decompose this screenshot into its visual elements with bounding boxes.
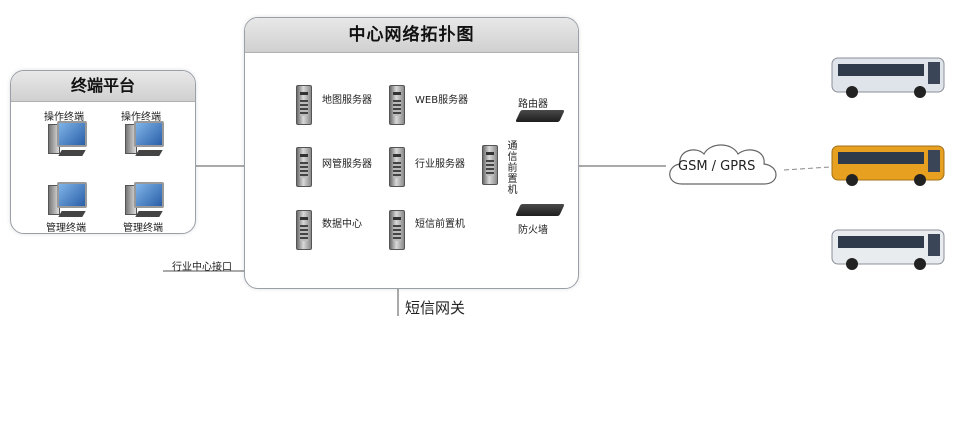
center-topology-title: 中心网络拓扑图	[245, 18, 578, 53]
router-label: 路由器	[518, 99, 548, 110]
monitor-icon	[57, 121, 87, 147]
bus-icon	[831, 57, 945, 98]
keyboard-icon	[58, 211, 86, 217]
center-topology-panel: 中心网络拓扑图	[244, 17, 579, 289]
operation-terminal-1[interactable]	[48, 121, 88, 161]
monitor-icon	[57, 182, 87, 208]
bus-icon	[831, 229, 945, 270]
data-center-label: 数据中心	[322, 219, 362, 230]
bus-icon	[831, 145, 945, 186]
terminal-platform-panel: 终端平台	[10, 70, 196, 234]
terminal-label: 管理终端	[123, 223, 163, 234]
firewall-label: 防火墙	[518, 225, 548, 236]
network-mgmt-server[interactable]	[296, 147, 312, 187]
operation-terminal-2[interactable]	[125, 121, 165, 161]
terminal-label: 操作终端	[121, 112, 161, 123]
map-server-label: 地图服务器	[322, 95, 372, 106]
web-server-label: WEB服务器	[415, 95, 469, 106]
industry-interface-label: 行业中心接口	[172, 262, 232, 273]
terminal-platform-title: 终端平台	[11, 71, 195, 102]
industry-server-label: 行业服务器	[415, 159, 465, 170]
keyboard-icon	[135, 150, 163, 156]
terminal-label: 管理终端	[46, 223, 86, 234]
map-server[interactable]	[296, 85, 312, 125]
network-mgmt-server-label: 网管服务器	[322, 159, 372, 170]
terminal-label: 操作终端	[44, 112, 84, 123]
sms-frontend-server[interactable]	[389, 210, 405, 250]
management-terminal-1[interactable]	[48, 182, 88, 222]
data-center-server[interactable]	[296, 210, 312, 250]
router-icon[interactable]	[515, 110, 565, 122]
comm-frontend-label: 通信前置机	[507, 141, 518, 196]
monitor-icon	[134, 121, 164, 147]
sms-gateway-label: 短信网关	[405, 299, 466, 317]
web-server[interactable]	[389, 85, 405, 125]
cloud-icon	[669, 144, 777, 185]
management-terminal-2[interactable]	[125, 182, 165, 222]
comm-frontend-server[interactable]	[482, 145, 498, 185]
sms-frontend-label: 短信前置机	[415, 219, 465, 230]
firewall-icon[interactable]	[515, 204, 565, 216]
monitor-icon	[134, 182, 164, 208]
keyboard-icon	[58, 150, 86, 156]
keyboard-icon	[135, 211, 163, 217]
industry-server[interactable]	[389, 147, 405, 187]
cloud-label: GSM / GPRS	[678, 159, 756, 174]
